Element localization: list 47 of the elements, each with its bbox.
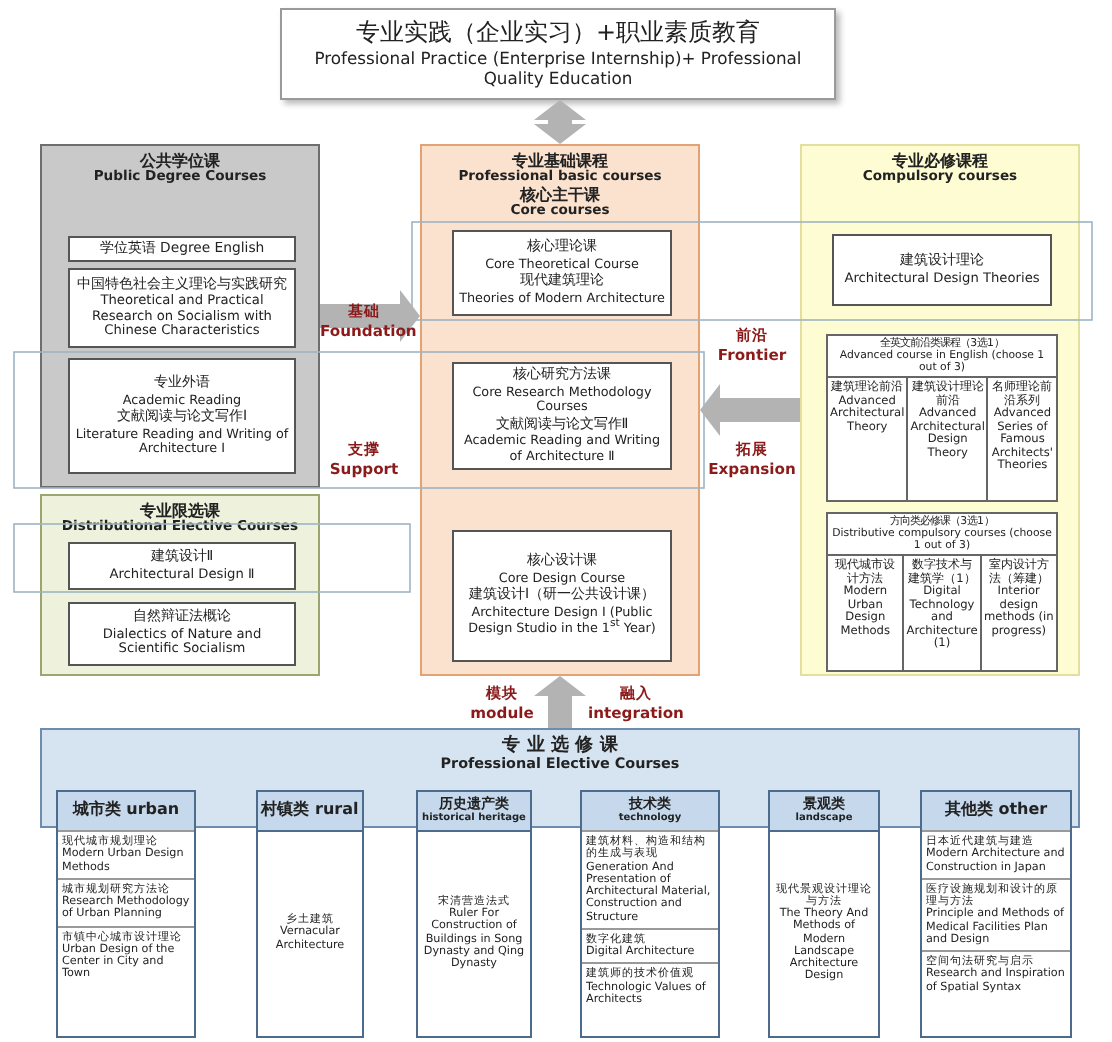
course-table [826,512,1058,672]
course-box [68,542,296,590]
course-cell [582,927,718,963]
banner-subtitle: Professional Practice (Enterprise Internship)+ Professional Quality Education [312,50,804,89]
course-box [452,230,672,316]
group-heading: 专业限选课 [140,502,220,520]
course-box [68,602,296,666]
course-column [920,790,1072,1038]
course-box [452,362,672,470]
course-cell [922,830,1070,878]
course-table [826,334,1058,502]
course-column [56,790,196,1038]
group-heading: 核心主干课 [517,185,602,204]
table-cell [902,554,980,670]
course-column [256,790,364,1038]
group-heading: 专业基础课程 [512,152,610,170]
column-heading: 村镇类 rural [258,802,361,820]
block-arrow [534,676,586,728]
banner-box [280,8,836,100]
course-column [768,790,880,1038]
block-arrow [700,384,800,436]
block-arrow [320,290,420,342]
column-heading: 城市类 urban [70,802,182,820]
course-box [452,530,672,662]
course-column [580,790,720,1038]
band-heading: 专 业 选 修 课 [500,736,620,757]
course-column [416,790,532,1038]
column-heading: 其他类 other [942,802,1050,820]
course-box [68,268,296,348]
group-heading: 公共学位课 [139,152,222,170]
table-cell [979,554,1057,670]
course-box [68,236,296,262]
course-group-panel [40,494,320,676]
block-arrow [534,100,586,144]
group-heading: 专业必修课程 [892,152,990,170]
course-cell [922,950,1070,998]
table-cell [906,376,987,500]
course-box [68,358,296,474]
table-cell [986,376,1056,500]
course-cell [58,877,194,925]
course-group-panel [40,144,320,488]
course-group-panel [420,144,700,676]
course-cell [922,877,1070,950]
course-box [832,234,1052,306]
course-group-panel [800,144,1080,676]
table-cell [826,554,903,670]
banner-title: 专业实践（企业实习）+职业素质教育 [353,19,763,47]
